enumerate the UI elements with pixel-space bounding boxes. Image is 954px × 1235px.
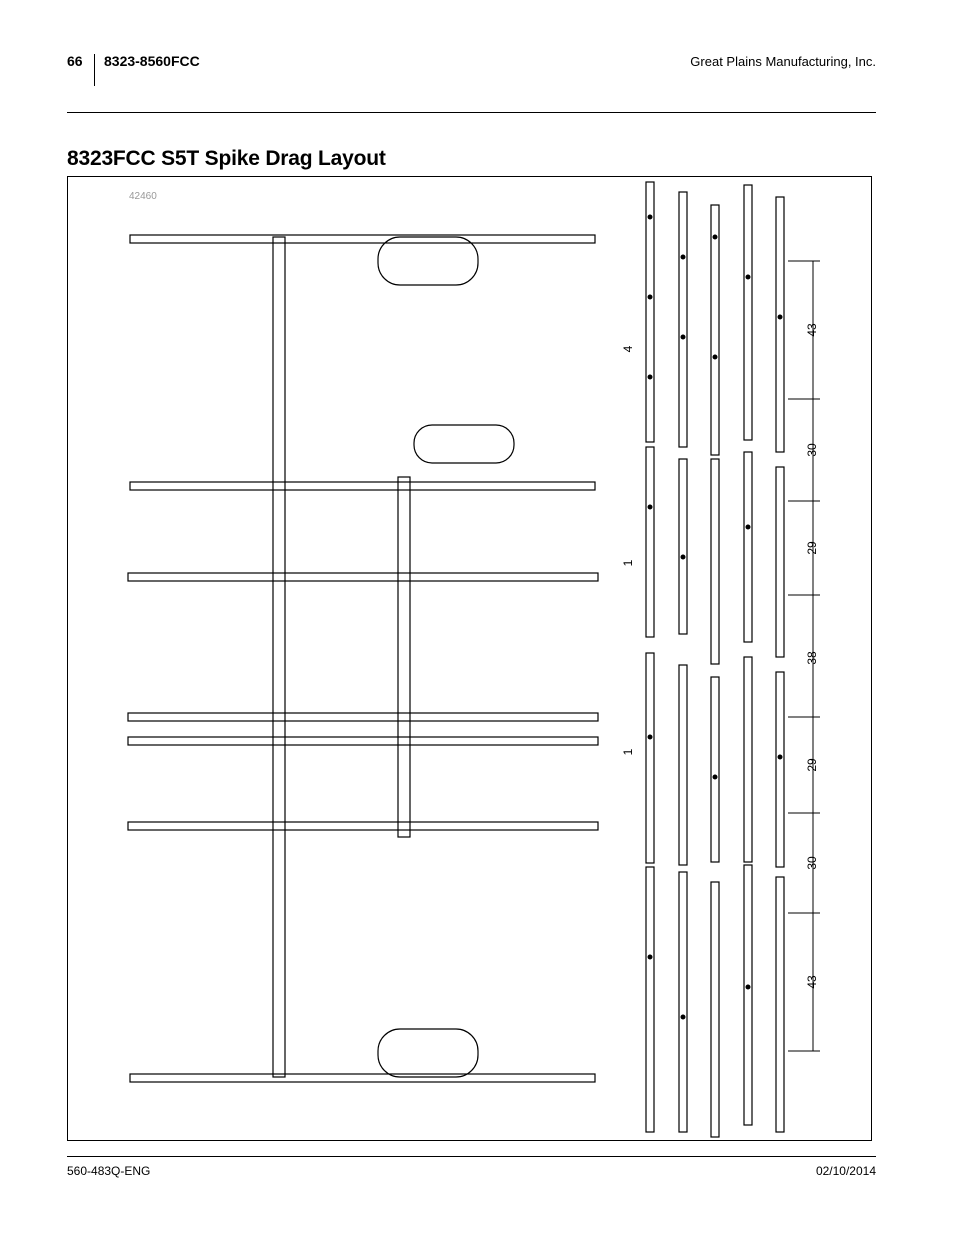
tine xyxy=(680,254,686,260)
tine xyxy=(680,1014,686,1020)
spike-drag-layout-diagram: 42460 xyxy=(67,176,872,1141)
frame-beam xyxy=(129,481,596,491)
spike-bar xyxy=(775,671,785,868)
dimension-label: 43 xyxy=(805,975,819,989)
tine xyxy=(777,314,783,320)
spike-bar xyxy=(775,466,785,658)
company-name: Great Plains Manufacturing, Inc. xyxy=(690,54,876,69)
tine xyxy=(712,774,718,780)
spike-bar xyxy=(710,676,720,863)
center-frame xyxy=(397,476,411,838)
tine xyxy=(647,954,653,960)
wheel xyxy=(377,236,479,286)
tine xyxy=(647,734,653,740)
frame-beam xyxy=(127,572,599,582)
dimension-label: 30 xyxy=(805,856,819,870)
frame-beam xyxy=(129,234,596,244)
spike-bar xyxy=(678,191,688,448)
figure-id: 42460 xyxy=(129,191,157,202)
spike-bar xyxy=(710,881,720,1138)
dimension-label: 30 xyxy=(805,443,819,457)
tine xyxy=(647,294,653,300)
spike-bar xyxy=(645,866,655,1133)
frame-beam xyxy=(129,1073,596,1083)
spike-bar xyxy=(775,876,785,1133)
spacing-label: 1 xyxy=(621,748,635,755)
spike-bar xyxy=(710,458,720,665)
tine xyxy=(680,334,686,340)
spike-bar xyxy=(743,184,753,441)
document-id: 560-483Q-ENG xyxy=(67,1164,151,1178)
spike-bar xyxy=(645,181,655,443)
spike-bar xyxy=(678,871,688,1133)
footer-rule xyxy=(67,1156,876,1157)
spacing-label: 4 xyxy=(621,345,635,352)
tine xyxy=(745,984,751,990)
tine xyxy=(647,504,653,510)
dimension-label: 29 xyxy=(805,541,819,555)
header-divider xyxy=(94,54,95,86)
header-rule xyxy=(67,112,876,113)
tine xyxy=(680,554,686,560)
tine xyxy=(647,374,653,380)
dimension-label: 38 xyxy=(805,651,819,665)
spike-bar xyxy=(678,458,688,635)
model-range: 8323-8560FCC xyxy=(104,53,200,69)
wheel xyxy=(377,1028,479,1078)
tine xyxy=(712,234,718,240)
spike-bar xyxy=(645,652,655,864)
tine xyxy=(745,274,751,280)
spike-bar xyxy=(743,864,753,1126)
page-number: 66 xyxy=(67,53,83,69)
dimension-label: 43 xyxy=(805,323,819,337)
tine xyxy=(647,214,653,220)
spike-bar xyxy=(743,451,753,643)
section-title: 8323FCC S5T Spike Drag Layout xyxy=(67,147,386,170)
spike-bar xyxy=(645,446,655,638)
document-date: 02/10/2014 xyxy=(815,1164,876,1178)
dimension-label: 29 xyxy=(805,758,819,772)
wheel xyxy=(413,424,515,464)
spike-bar xyxy=(743,656,753,863)
tine xyxy=(712,354,718,360)
spike-bar xyxy=(775,196,785,453)
frame-beam xyxy=(127,736,599,746)
tine xyxy=(777,754,783,760)
frame-beam xyxy=(127,712,599,722)
frame-beam xyxy=(127,821,599,831)
tine xyxy=(745,524,751,530)
center-frame xyxy=(272,236,286,1078)
spacing-label: 1 xyxy=(621,559,635,566)
spike-bar xyxy=(678,664,688,866)
spike-bar xyxy=(710,204,720,456)
diagram-drawing: 43 30 29 38 29 30 43 4 1 1 xyxy=(127,181,820,1138)
